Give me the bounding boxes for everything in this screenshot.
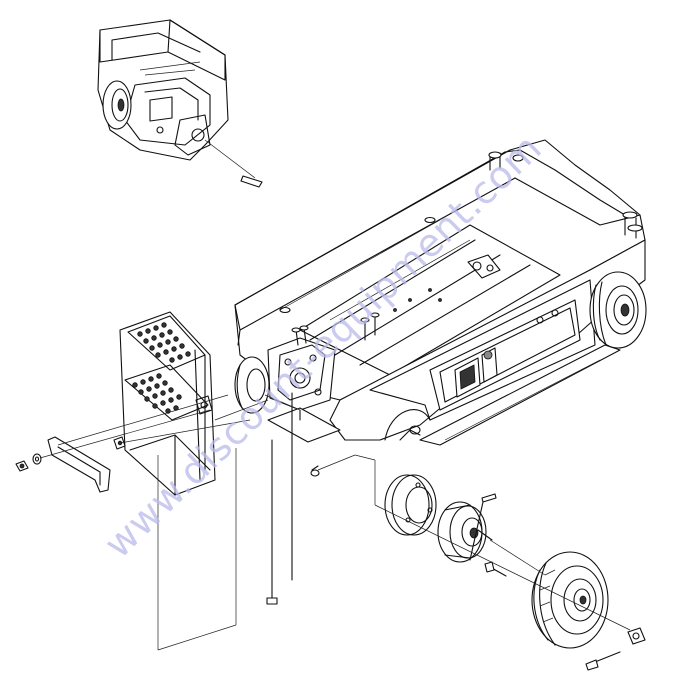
brake-ring-adapter bbox=[384, 474, 437, 536]
detail-inset-rear-assembly bbox=[97, 19, 263, 188]
long-bolt bbox=[266, 439, 278, 605]
step-tread-pattern-upper bbox=[137, 322, 191, 363]
chassis-side-panel bbox=[329, 239, 646, 446]
hardware-nut-washer bbox=[15, 436, 126, 472]
step-ladder-assembly bbox=[119, 311, 216, 496]
step-tread-pattern-lower bbox=[132, 373, 182, 414]
motor-mount-bracket bbox=[267, 325, 341, 581]
rear-wheel-right bbox=[589, 271, 647, 349]
drive-wheel-exploded bbox=[531, 551, 609, 649]
assembly-leader-lines bbox=[39, 394, 631, 651]
step-mounting-bar bbox=[47, 436, 111, 493]
drive-motor-hub bbox=[437, 501, 493, 563]
wheel-bolts bbox=[469, 493, 507, 577]
axle-nut-cotter-pin bbox=[585, 627, 646, 671]
